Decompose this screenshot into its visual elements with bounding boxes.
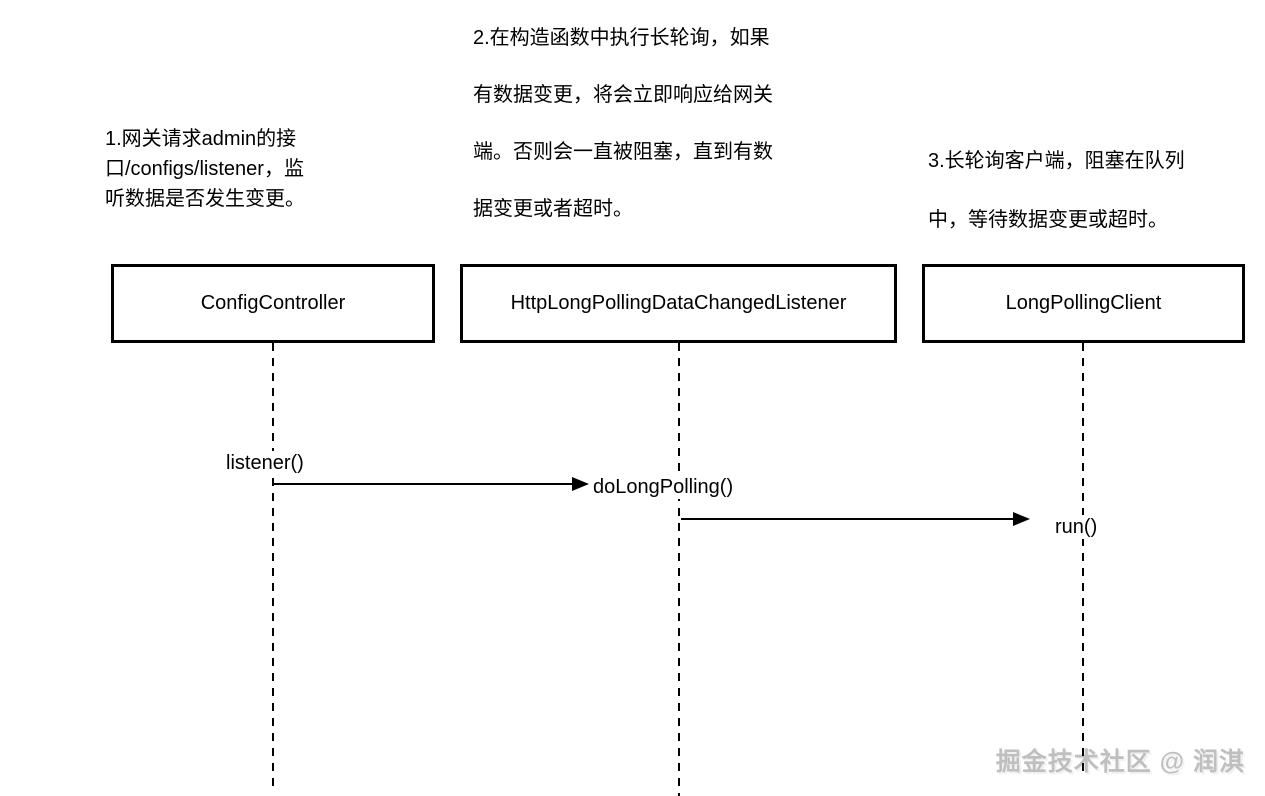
participant-label-long-polling-client: LongPollingClient [1005, 292, 1162, 314]
message-label-listener: listener() [223, 451, 307, 475]
annotation-step-1: 1.网关请求admin的接 口/configs/listener，监 听数据是否… [105, 128, 305, 210]
message-label-do-long-polling: doLongPolling() [590, 475, 737, 499]
arrowhead-icon [1013, 512, 1030, 526]
lifeline-long-polling-client [1082, 343, 1084, 778]
participant-box-http-long-polling-data-changed-listener: HttpLongPollingDataChangedListener [460, 264, 897, 343]
message-label-run: run() [1052, 515, 1101, 539]
participant-box-long-polling-client: LongPollingClient [922, 264, 1245, 343]
annotation-step-2: 2.在构造函数中执行长轮询，如果 有数据变更，将会立即响应给网关 端。否则会一直… [473, 27, 773, 220]
lifeline-config-controller [272, 343, 274, 790]
lifeline-http-long-polling-data-changed-listener [678, 343, 680, 796]
watermark: 掘金技术社区 @ 润淇 [995, 748, 1245, 776]
participant-label-http-long-polling-data-changed-listener: HttpLongPollingDataChangedListener [510, 292, 847, 314]
participant-box-config-controller: ConfigController [111, 264, 435, 343]
message-arrow-run [681, 518, 1014, 520]
message-arrow-listener [273, 483, 572, 485]
participant-label-config-controller: ConfigController [200, 292, 346, 314]
annotation-step-3: 3.长轮询客户端，阻塞在队列 中，等待数据变更或超时。 [928, 150, 1185, 231]
arrowhead-icon [572, 477, 589, 491]
